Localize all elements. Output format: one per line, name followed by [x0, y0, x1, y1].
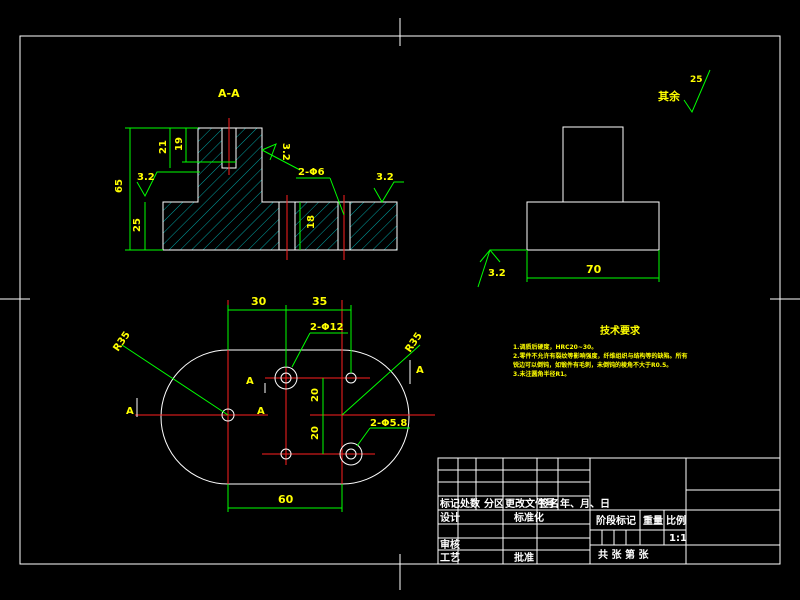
r35-right: R35	[403, 331, 424, 355]
hole-label-6: 2-Φ6	[298, 167, 325, 178]
roughness-symbol-top	[261, 143, 277, 161]
tb-scale-value: 1:1	[669, 533, 687, 544]
radius-leader-left	[121, 344, 229, 416]
tb-label-zone: 分区	[484, 497, 504, 510]
leader	[261, 149, 301, 171]
leader	[291, 332, 311, 368]
dim-70: 70	[586, 263, 602, 276]
roughness-symbol-left	[136, 171, 200, 198]
tb-process: 工艺	[440, 551, 460, 564]
general-roughness-value: 25	[690, 75, 703, 85]
dim-30: 30	[251, 295, 267, 308]
side-upper-block	[562, 126, 624, 203]
section-mark-right: A	[416, 365, 424, 376]
plan-outline	[160, 349, 410, 485]
roughness-symbol-side	[479, 249, 501, 263]
hole-inner	[345, 448, 357, 460]
tb-approve: 批准	[514, 551, 534, 564]
dim-65: 65	[114, 179, 125, 193]
tb-scale: 比例	[666, 514, 686, 527]
hole-label-12: 2-Φ12	[310, 322, 344, 333]
plan-view: 30 35 2-Φ12 R35 R35 20 20 2-Φ5.8 60 A A …	[111, 295, 435, 512]
leader	[356, 427, 371, 447]
hole-center-left	[221, 408, 235, 422]
general-roughness-prefix: 其余	[658, 89, 681, 103]
section-view: 65 25 21 19 3.2 3.2 2-Φ6 18 3.2	[114, 118, 404, 260]
title-block-frame	[437, 457, 781, 565]
tech-req-item: 2.零件不允许有裂纹等影响强度，纤维组织与结构等的缺陷。所有	[513, 352, 687, 360]
section-mark-top: A	[246, 376, 254, 387]
side-base-block	[526, 201, 660, 251]
section-mark-mid: A	[257, 406, 265, 417]
tb-label-sign: 签名	[538, 497, 559, 510]
tech-req-item: 1.调质后硬度，HRC20~30。	[513, 343, 597, 351]
tb-label-mark: 标记	[439, 497, 460, 510]
radius-leader-right	[341, 344, 421, 416]
tech-req-item: 3.未注圆角半径R1。	[513, 370, 570, 378]
tb-label-date: 年、月、日	[560, 497, 610, 510]
leader	[329, 177, 345, 216]
title-block: 标记 处数 分区 更改文件号 签名 年、月、日 设计 标准化 审核 工艺 批准 …	[437, 457, 781, 565]
tech-req-title: 技术要求	[600, 324, 641, 337]
tech-req-item: 锐边可以倒钝，如锻件有毛刺，未倒钝的棱角不大于R0.5。	[513, 361, 672, 369]
roughness-side: 3.2	[488, 268, 506, 279]
dim-60: 60	[278, 493, 294, 506]
dim-25: 25	[132, 218, 143, 232]
general-roughness-symbol	[683, 69, 711, 114]
hole-12-bottom	[339, 442, 363, 466]
tb-design: 设计	[440, 511, 460, 524]
drawing-border	[19, 35, 781, 565]
roughness-right: 3.2	[376, 172, 394, 183]
tb-label-change-no: 更改文件号	[505, 497, 555, 510]
section-label: A-A	[218, 87, 240, 100]
dim-18: 18	[306, 215, 317, 229]
section-mark-left: A	[126, 406, 134, 417]
roughness-left: 3.2	[137, 172, 155, 183]
hole-inner	[280, 372, 292, 384]
tb-sheets: 共 张 第 张	[598, 548, 649, 561]
roughness-symbol-right	[373, 181, 404, 203]
tb-weight: 重量	[643, 514, 663, 527]
hole-label-5-8: 2-Φ5.8	[370, 418, 407, 429]
dim-35: 35	[312, 295, 327, 308]
tb-standardization: 标准化	[513, 511, 544, 524]
roughness-top: 3.2	[280, 143, 291, 161]
tech-requirements: 技术要求 1.调质后硬度，HRC20~30。 2.零件不允许有裂纹等影响强度，纤…	[513, 324, 687, 378]
tb-label-count: 处数	[459, 497, 481, 510]
tb-review: 审核	[440, 538, 460, 551]
dim-20-top: 20	[310, 388, 321, 402]
hole-small	[280, 448, 292, 460]
dim-20-bottom: 20	[310, 426, 321, 440]
dim-19: 19	[174, 137, 185, 151]
side-view: 其余 25 70 3.2	[477, 69, 711, 288]
tb-stage-mark: 阶段标记	[596, 514, 636, 527]
dim-21: 21	[158, 140, 169, 154]
